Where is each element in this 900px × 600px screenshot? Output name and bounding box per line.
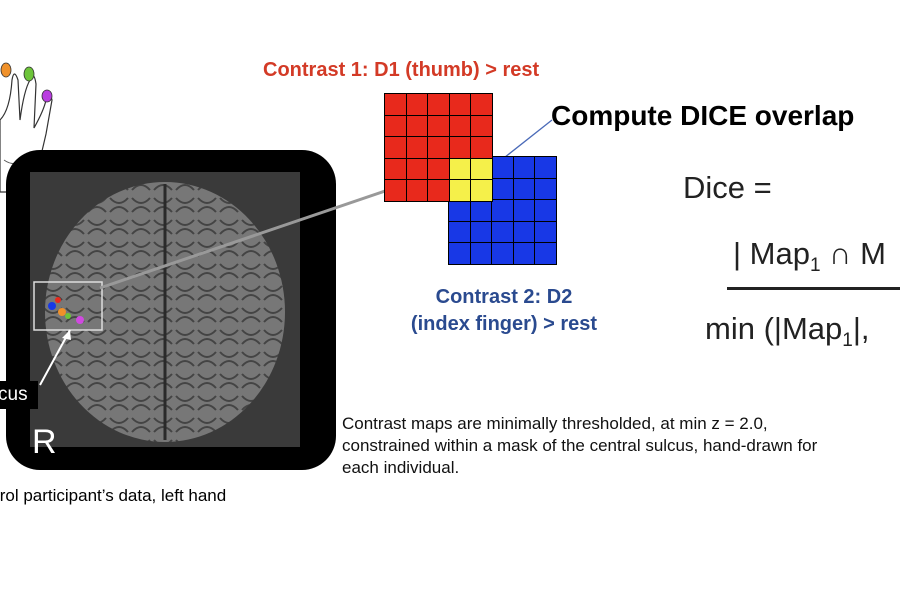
finger-marker-purple [41, 89, 53, 103]
grid-cell-red [384, 114, 407, 138]
grid-cell-blue [448, 220, 471, 244]
grid-cell-red [405, 157, 429, 181]
finger-marker-orange [0, 62, 12, 78]
fraction-line [727, 287, 900, 290]
grid-cell-blue [512, 156, 536, 179]
grid-cell-blue [448, 199, 471, 222]
grid-cell-red [470, 136, 493, 159]
grid-cell-red [427, 157, 450, 181]
grid-cell-overlap [470, 179, 493, 202]
contrast2-line2: (index finger) > rest [410, 313, 598, 335]
grid-cell-blue [534, 177, 557, 201]
grid-cell-red [470, 114, 493, 138]
activation-green [65, 313, 71, 319]
grid-cell-red [384, 136, 407, 159]
grid-cell-red [448, 93, 472, 116]
dice-denominator: min (|Map1|, [705, 311, 870, 352]
grid-cell-blue [534, 156, 557, 179]
contrast1-label: Contrast 1: D1 (thumb) > rest [263, 59, 540, 81]
grid-cell-red [405, 93, 429, 116]
grid-cell-blue [469, 199, 493, 222]
grid-cell-blue [469, 242, 493, 265]
grid-cell-overlap [448, 179, 472, 202]
contrast2-label: Contrast 2: D2 (index finger) > rest [388, 284, 620, 338]
orientation-label: R [32, 423, 57, 461]
grid-cell-blue [512, 177, 536, 201]
grid-cell-blue [512, 220, 536, 244]
grid-cell-red [427, 114, 450, 138]
dice-numerator: | Map1 ∩ M [733, 236, 886, 277]
grid-cell-red [427, 179, 450, 202]
grid-cell-blue [512, 242, 536, 265]
roi-box [33, 281, 103, 331]
activation-orange [58, 308, 66, 316]
grid-cell-overlap [470, 157, 493, 181]
grid-cell-blue [469, 220, 493, 244]
activation-purple [76, 316, 84, 324]
grid-cell-blue [534, 220, 557, 244]
activation-blue [48, 302, 56, 310]
grid-cell-red [448, 114, 472, 138]
grid-cell-red [470, 93, 493, 116]
grid-cell-red [405, 179, 429, 202]
grid-cell-red [448, 136, 472, 159]
grid-cell-blue [534, 199, 557, 222]
grid-cell-blue [491, 242, 514, 265]
brain-caption: trol participant’s data, left hand [0, 486, 227, 505]
grid-cell-blue [491, 177, 514, 201]
grid-cell-red [384, 157, 407, 181]
grid-cell-blue [491, 199, 514, 222]
finger-marker-green [23, 66, 35, 82]
contrast2-line1: Contrast 2: D2 [435, 286, 573, 308]
grid-cell-red [384, 93, 407, 116]
activation-red [55, 297, 61, 303]
grid-cell-overlap [448, 157, 472, 181]
grid-cell-red [405, 136, 429, 159]
sulcus-label: cus [0, 381, 38, 409]
dice-title: Compute DICE overlap [551, 100, 855, 131]
dice-equals: Dice = [683, 170, 772, 205]
grid-cell-blue [448, 242, 471, 265]
grid-cell-blue [534, 242, 557, 265]
grid-cell-blue [512, 199, 536, 222]
grid-cell-blue [491, 220, 514, 244]
grid-cell-red [384, 179, 407, 202]
threshold-note: Contrast maps are minimally thresholded,… [342, 414, 818, 477]
grid-cell-red [427, 136, 450, 159]
grid-cell-blue [491, 156, 514, 179]
grid-cell-red [427, 93, 450, 116]
grid-cell-red [405, 114, 429, 138]
